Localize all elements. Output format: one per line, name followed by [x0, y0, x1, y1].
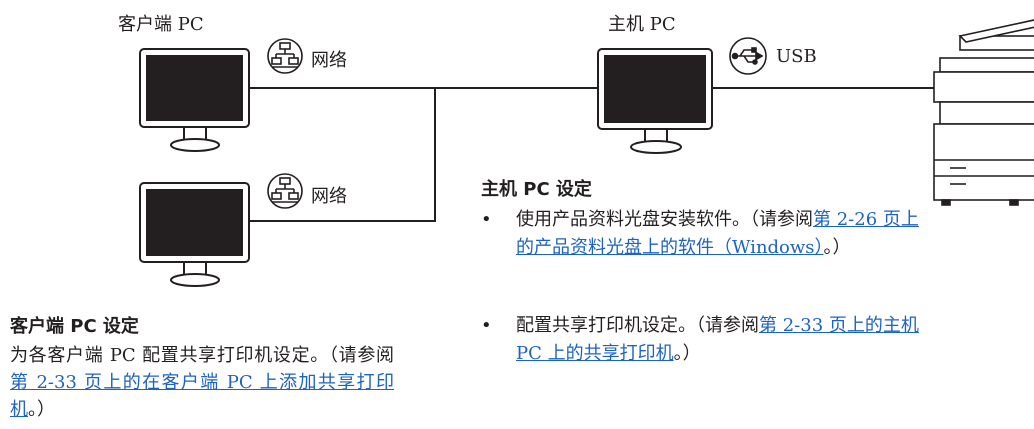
network-lines — [250, 87, 936, 222]
client2-branch-line — [250, 88, 436, 222]
client-pc-2-monitor-icon — [139, 182, 250, 287]
host-pc-label: 主机 PC — [608, 14, 676, 35]
host-settings-item-text: 配置共享打印机设定。（请参阅 — [516, 315, 759, 336]
add-shared-printer-client-link[interactable]: 第 2-33 页上的在客户端 PC 上添加共享打印机 — [10, 372, 394, 420]
network-label: 网络 — [311, 50, 347, 71]
bullet-icon: • — [481, 315, 492, 336]
shared-printer-host-link[interactable]: 第 2-33 页上的主机 PC 上的共享打印机 — [516, 315, 919, 364]
host-settings-heading: 主机 PC 设定 — [481, 179, 592, 200]
host-settings-item: • 使用产品资料光盘安装软件。（请参阅第 2-26 页上的产品资料光盘上的软件（… — [481, 206, 931, 262]
client-pc-1-monitor-icon — [139, 48, 250, 152]
host-settings-item-text: 使用产品资料光盘安装软件。（请参阅 — [516, 209, 813, 230]
software-link[interactable]: 第 2-26 页上的产品资料光盘上的软件（Windows） — [516, 209, 919, 258]
host-settings-item-tail: 。） — [823, 237, 851, 258]
client-pc-label: 客户端 PC — [118, 14, 204, 35]
network-icon — [267, 173, 303, 209]
host-settings-item-tail: 。） — [673, 343, 701, 364]
client-settings-text: 为各客户端 PC 配置共享打印机设定。（请参阅第 2-33 页上的在客户端 PC… — [10, 342, 394, 423]
network-icon — [267, 38, 303, 74]
client-settings-body: 为各客户端 PC 配置共享打印机设定。（请参阅 — [10, 345, 394, 366]
client-settings-heading: 客户端 PC 设定 — [10, 316, 139, 337]
bullet-icon: • — [481, 209, 492, 230]
usb-label: USB — [776, 46, 817, 67]
client-settings-tail: 。） — [28, 399, 55, 420]
printer-icon — [933, 19, 1034, 206]
host-settings-item: • 配置共享打印机设定。（请参阅第 2-33 页上的主机 PC 上的共享打印机。… — [481, 312, 931, 368]
host-pc-monitor-icon — [597, 48, 713, 154]
network-label: 网络 — [311, 186, 347, 207]
usb-icon — [729, 37, 767, 75]
